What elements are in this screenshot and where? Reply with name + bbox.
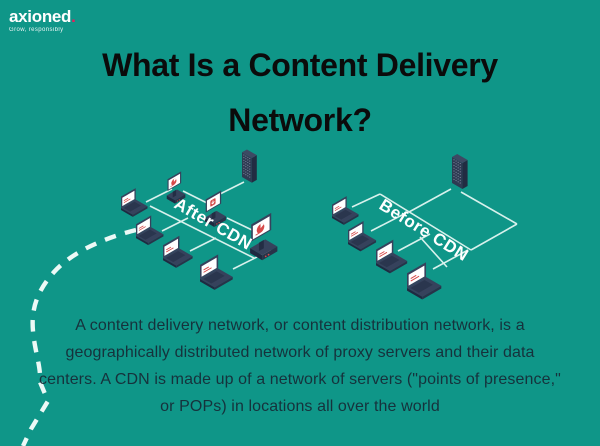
brand-logo: axioned. Grow, responsibly xyxy=(9,8,76,33)
laptop-icon xyxy=(199,253,234,291)
laptop-icon xyxy=(375,239,408,274)
laptop-icon xyxy=(135,215,164,246)
brand-name: axioned. xyxy=(9,8,76,25)
page-title-line-2: Network? xyxy=(228,102,372,138)
brand-name-text: axioned xyxy=(9,7,72,26)
description-paragraph: A content delivery network, or content d… xyxy=(0,312,600,420)
route-dashed-line xyxy=(21,227,137,446)
laptop-icon xyxy=(120,187,148,218)
page-title: What Is a Content Delivery Network? xyxy=(0,38,600,148)
description-line-3: centers. A CDN is made up of a network o… xyxy=(39,371,561,388)
description-line-4: or POPs) in locations all over the world xyxy=(160,398,440,415)
laptop-icon xyxy=(331,195,359,226)
description-line-1: A content delivery network, or content d… xyxy=(75,317,525,334)
before-cdn-group: Before CDN xyxy=(331,153,472,300)
before-cdn-links xyxy=(351,188,518,270)
brand-dot: . xyxy=(71,7,76,26)
after-cdn-links xyxy=(145,181,272,270)
origin-server-icon xyxy=(241,149,258,184)
description-line-2: geographically distributed network of pr… xyxy=(65,344,535,361)
laptop-icon xyxy=(162,235,194,269)
brand-tagline: Grow, responsibly xyxy=(9,27,64,33)
page-title-line-1: What Is a Content Delivery xyxy=(102,47,498,83)
after-cdn-group: After CDN xyxy=(120,149,277,291)
origin-server-icon xyxy=(451,153,469,190)
laptop-icon xyxy=(347,220,377,252)
